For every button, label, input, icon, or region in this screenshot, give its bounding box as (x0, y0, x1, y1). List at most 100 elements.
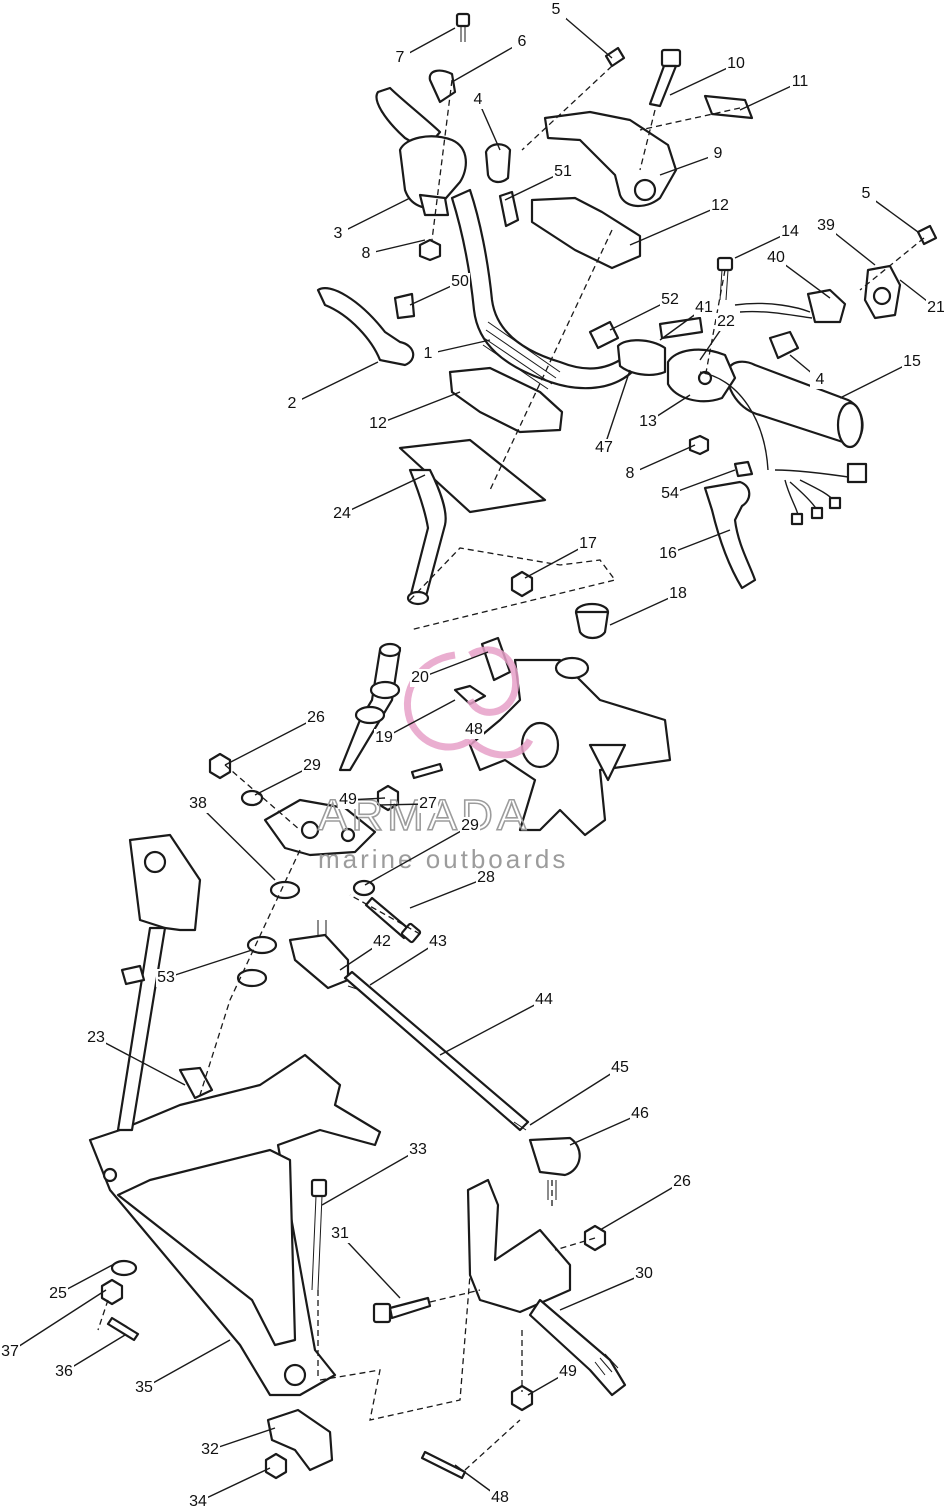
bolt-part-10 (648, 48, 682, 108)
leader-line-1 (427, 339, 491, 355)
callout-label-45: 45 (611, 1059, 629, 1076)
leader-line-6 (451, 41, 523, 83)
callout-label-29: 29 (461, 817, 479, 834)
callout-label-5: 5 (552, 1, 561, 18)
callout-label-30: 30 (635, 1265, 653, 1282)
watermark-tagline: marine outboards (318, 844, 568, 874)
callout-label-34: 34 (189, 1493, 207, 1510)
callout-label-9: 9 (714, 145, 723, 162)
leader-line-8 (629, 444, 696, 475)
washer-part-38 (269, 880, 301, 900)
callout-backing (708, 145, 728, 163)
callout-label-48: 48 (465, 721, 483, 738)
leader-line-26 (224, 717, 317, 766)
leader-line-33 (321, 1149, 419, 1206)
callout-label-40: 40 (767, 249, 785, 266)
callout-label-25: 25 (49, 1285, 67, 1302)
callout-backing (374, 729, 394, 747)
leader-line-2 (291, 361, 379, 405)
callout-label-31: 31 (331, 1225, 349, 1242)
callout-label-26: 26 (307, 709, 325, 726)
callout-label-19: 19 (375, 729, 393, 746)
callout-backing (780, 223, 800, 241)
leader-line-20 (419, 651, 489, 679)
leader-line-24 (341, 474, 426, 515)
callout-label-8: 8 (626, 465, 635, 482)
callout-label-49: 49 (339, 791, 357, 808)
a-arm-part-35 (88, 1053, 382, 1397)
ball-joint-part-32 (266, 1408, 334, 1472)
callout-label-23: 23 (87, 1029, 105, 1046)
callout-backing (48, 1285, 68, 1303)
callout-backing (356, 245, 376, 263)
callout-label-1: 1 (424, 345, 433, 362)
callout-label-43: 43 (429, 933, 447, 950)
bolt-part-31 (372, 1296, 432, 1324)
callout-backing (534, 991, 554, 1009)
tie-rod-part-44 (343, 970, 530, 1132)
pin-part-36 (106, 1316, 140, 1342)
right-grip-part-15 (726, 360, 864, 449)
callout-backing (660, 291, 680, 309)
clip-part-4-top (484, 143, 512, 184)
callout-label-36: 36 (55, 1363, 73, 1380)
callout-backing (0, 1343, 20, 1361)
callout-backing (134, 1379, 154, 1397)
leader-line-29 (364, 825, 471, 886)
callout-backing (810, 371, 830, 389)
callout-backing (726, 55, 746, 73)
leader-line-47 (603, 369, 631, 449)
callout-backing (672, 1173, 692, 1191)
callout-label-20: 20 (411, 669, 429, 686)
callout-backing (200, 1441, 220, 1459)
callout-backing (546, 1, 566, 19)
wiring-harness (774, 462, 868, 526)
washer-part-29-lower (352, 879, 376, 897)
callout-label-22: 22 (717, 313, 735, 330)
leader-line-3 (337, 197, 411, 235)
steering-column-part-19 (338, 642, 402, 772)
callout-label-51: 51 (554, 163, 572, 180)
callout-backing (856, 185, 876, 203)
callout-backing (638, 413, 658, 431)
callout-backing (188, 795, 208, 813)
callout-label-15: 15 (903, 353, 921, 370)
callout-label-44: 44 (535, 991, 553, 1008)
callout-label-35: 35 (135, 1379, 153, 1396)
leader-line-28 (409, 877, 487, 909)
steering-arm (263, 798, 377, 857)
leader-line-18 (609, 593, 679, 626)
nut-part-49-lower (510, 1384, 534, 1412)
callout-backing (594, 439, 614, 457)
tie-rod-end-part-46 (528, 1136, 581, 1200)
callout-label-3: 3 (334, 225, 343, 242)
decal-part-54 (733, 460, 754, 478)
callout-label-4: 4 (474, 91, 483, 108)
callout-label-5: 5 (862, 185, 871, 202)
decal-part-50 (393, 292, 416, 320)
callout-backing (468, 91, 488, 109)
callout-backing (328, 225, 348, 243)
callout-label-33: 33 (409, 1141, 427, 1158)
leader-line-26 (599, 1181, 683, 1231)
leader-line-43 (369, 941, 439, 986)
callout-backing (658, 545, 678, 563)
leader-line-30 (559, 1273, 645, 1311)
callout-backing (578, 535, 598, 553)
bolt-part-28 (364, 896, 422, 944)
callout-backing (490, 1489, 510, 1507)
callout-label-24: 24 (333, 505, 351, 522)
clamp-part-12-lower (448, 366, 564, 434)
callout-backing (372, 933, 392, 951)
nut-part-34 (264, 1452, 288, 1480)
lever-part-2 (316, 287, 415, 367)
callout-backing (476, 869, 496, 887)
callout-label-26: 26 (673, 1173, 691, 1190)
callout-backing (332, 505, 352, 523)
bolt-part-5-top (604, 46, 626, 68)
washer-part-53-lower (236, 968, 268, 988)
callout-backing (338, 791, 358, 809)
bracket-part-23 (178, 1066, 214, 1100)
leader-line-53 (165, 949, 253, 979)
